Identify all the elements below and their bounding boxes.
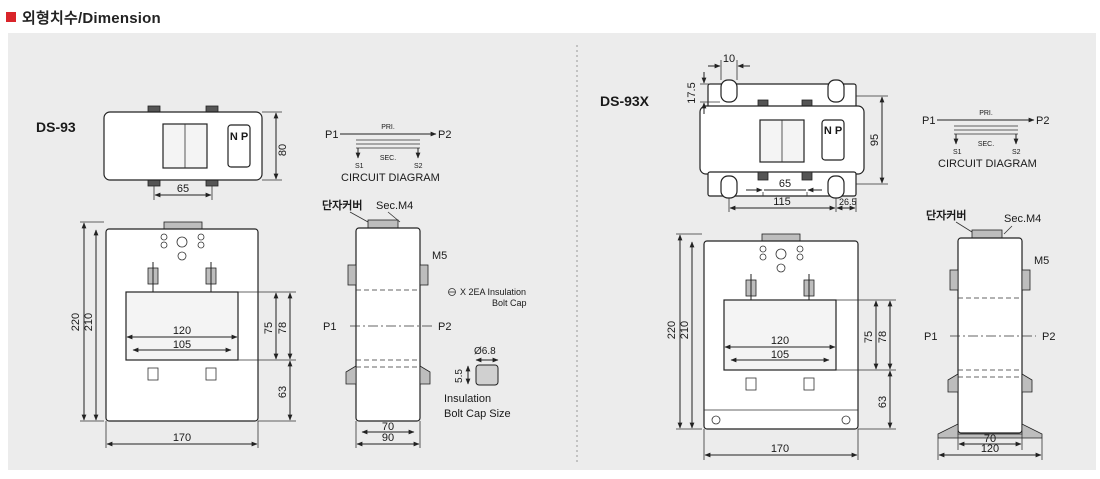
ds93x-front-view: 220 210 120 105 75 78 63 170: [666, 233, 896, 460]
bolt-cap-size: Ø6.8 5.5 Insulation Bolt Cap Size: [444, 346, 511, 420]
circuit-s2-right: S2: [1012, 149, 1021, 156]
dim-210-x: 210: [679, 321, 691, 339]
bolt-cap-title1: Insulation: [444, 393, 491, 405]
m5-label: M5: [432, 250, 447, 262]
bolt-cap-note2: Bolt Cap: [492, 298, 527, 308]
circuit-diagram-left: P1 P2 PRI. SEC. S1 S2 CIRCUIT DIAGRAM: [325, 124, 451, 184]
dim-63: 63: [277, 386, 289, 398]
model-name-ds93x: DS-93X: [600, 93, 650, 109]
m5-label-right: M5: [1034, 255, 1049, 267]
circuit-diagram-right: P1 P2 PRI. SEC. S1 S2 CIRCUIT DIAGRAM: [922, 110, 1049, 170]
side-p2: P2: [438, 321, 451, 333]
dim-95: 95: [869, 134, 881, 146]
sec-m4-label: Sec.M4: [376, 200, 413, 212]
red-square-icon: [6, 12, 16, 22]
terminal-cover-label: 단자커버: [322, 198, 362, 212]
dim-220: 220: [70, 313, 82, 331]
circuit-p1: P1: [325, 129, 338, 141]
side-p2-right: P2: [1042, 331, 1055, 343]
sec-m4-label-right: Sec.M4: [1004, 213, 1041, 225]
side-dim-70-right: 70: [984, 433, 996, 445]
dim-105: 105: [173, 339, 191, 351]
ds93-side-view: 단자커버 Sec.M4 M5 P1 P2 X 2EA Insulation Bo…: [322, 198, 527, 448]
dim-120-x: 120: [771, 335, 789, 347]
circuit-s2: S2: [414, 163, 423, 170]
ds93x-side-view: 단자커버 Sec.M4 M5 P1 P2 70 120: [924, 208, 1055, 460]
dim-63-x: 63: [877, 396, 889, 408]
dim-170-x: 170: [771, 443, 789, 455]
circuit-pri: PRI.: [381, 124, 395, 131]
dim-75-x: 75: [863, 331, 875, 343]
circuit-s1: S1: [355, 163, 364, 170]
bolt-cap-dia: Ø6.8: [474, 346, 496, 357]
dim-26-5: 26.5: [839, 197, 857, 207]
circuit-p2: P2: [438, 129, 451, 141]
bolt-cap-height: 5.5: [454, 369, 465, 383]
dim-10: 10: [723, 53, 735, 65]
circuit-p2-right: P2: [1036, 115, 1049, 127]
dim-80: 80: [277, 144, 289, 156]
dim-120: 120: [173, 325, 191, 337]
terminal-cover-label-right: 단자커버: [926, 208, 966, 222]
ds93-top-view: N P 80 65: [103, 105, 289, 200]
np-plate-ds93x: N P: [824, 125, 842, 137]
side-p1: P1: [323, 321, 336, 333]
dim-65-x: 65: [779, 178, 791, 190]
dim-115: 115: [773, 196, 791, 208]
circuit-caption-right: CIRCUIT DIAGRAM: [938, 158, 1037, 170]
circuit-sec: SEC.: [380, 155, 396, 162]
circuit-caption: CIRCUIT DIAGRAM: [341, 172, 440, 184]
model-name-ds93: DS-93: [36, 119, 76, 135]
dim-75: 75: [263, 322, 275, 334]
dim-78-x: 78: [877, 331, 889, 343]
dim-78: 78: [277, 322, 289, 334]
np-plate-ds93: N P: [230, 131, 248, 143]
section-header: 외형치수/Dimension: [6, 6, 161, 28]
dim-105-x: 105: [771, 349, 789, 361]
side-p1-right: P1: [924, 331, 937, 343]
bolt-cap-note: X 2EA Insulation: [460, 287, 526, 297]
dim-210: 210: [83, 313, 95, 331]
circuit-sec-right: SEC.: [978, 141, 994, 148]
dim-17-5: 17.5: [686, 82, 698, 103]
dim-65: 65: [177, 183, 189, 195]
circuit-p1-right: P1: [922, 115, 935, 127]
dim-220-x: 220: [666, 321, 678, 339]
section-title: 외형치수/Dimension: [22, 9, 161, 27]
ds93x-top-view: N P 10 17.5 95 65 115 26.5: [686, 53, 888, 212]
side-dim-120-right: 120: [981, 443, 999, 455]
bolt-cap-title2: Bolt Cap Size: [444, 408, 511, 420]
circuit-pri-right: PRI.: [979, 110, 993, 117]
dim-170: 170: [173, 432, 191, 444]
side-dim-90: 90: [382, 432, 394, 444]
side-dim-70: 70: [382, 421, 394, 433]
ds93-front-view: 220 210 120 105 75 78 63 170: [70, 221, 296, 448]
circuit-s1-right: S1: [953, 149, 962, 156]
